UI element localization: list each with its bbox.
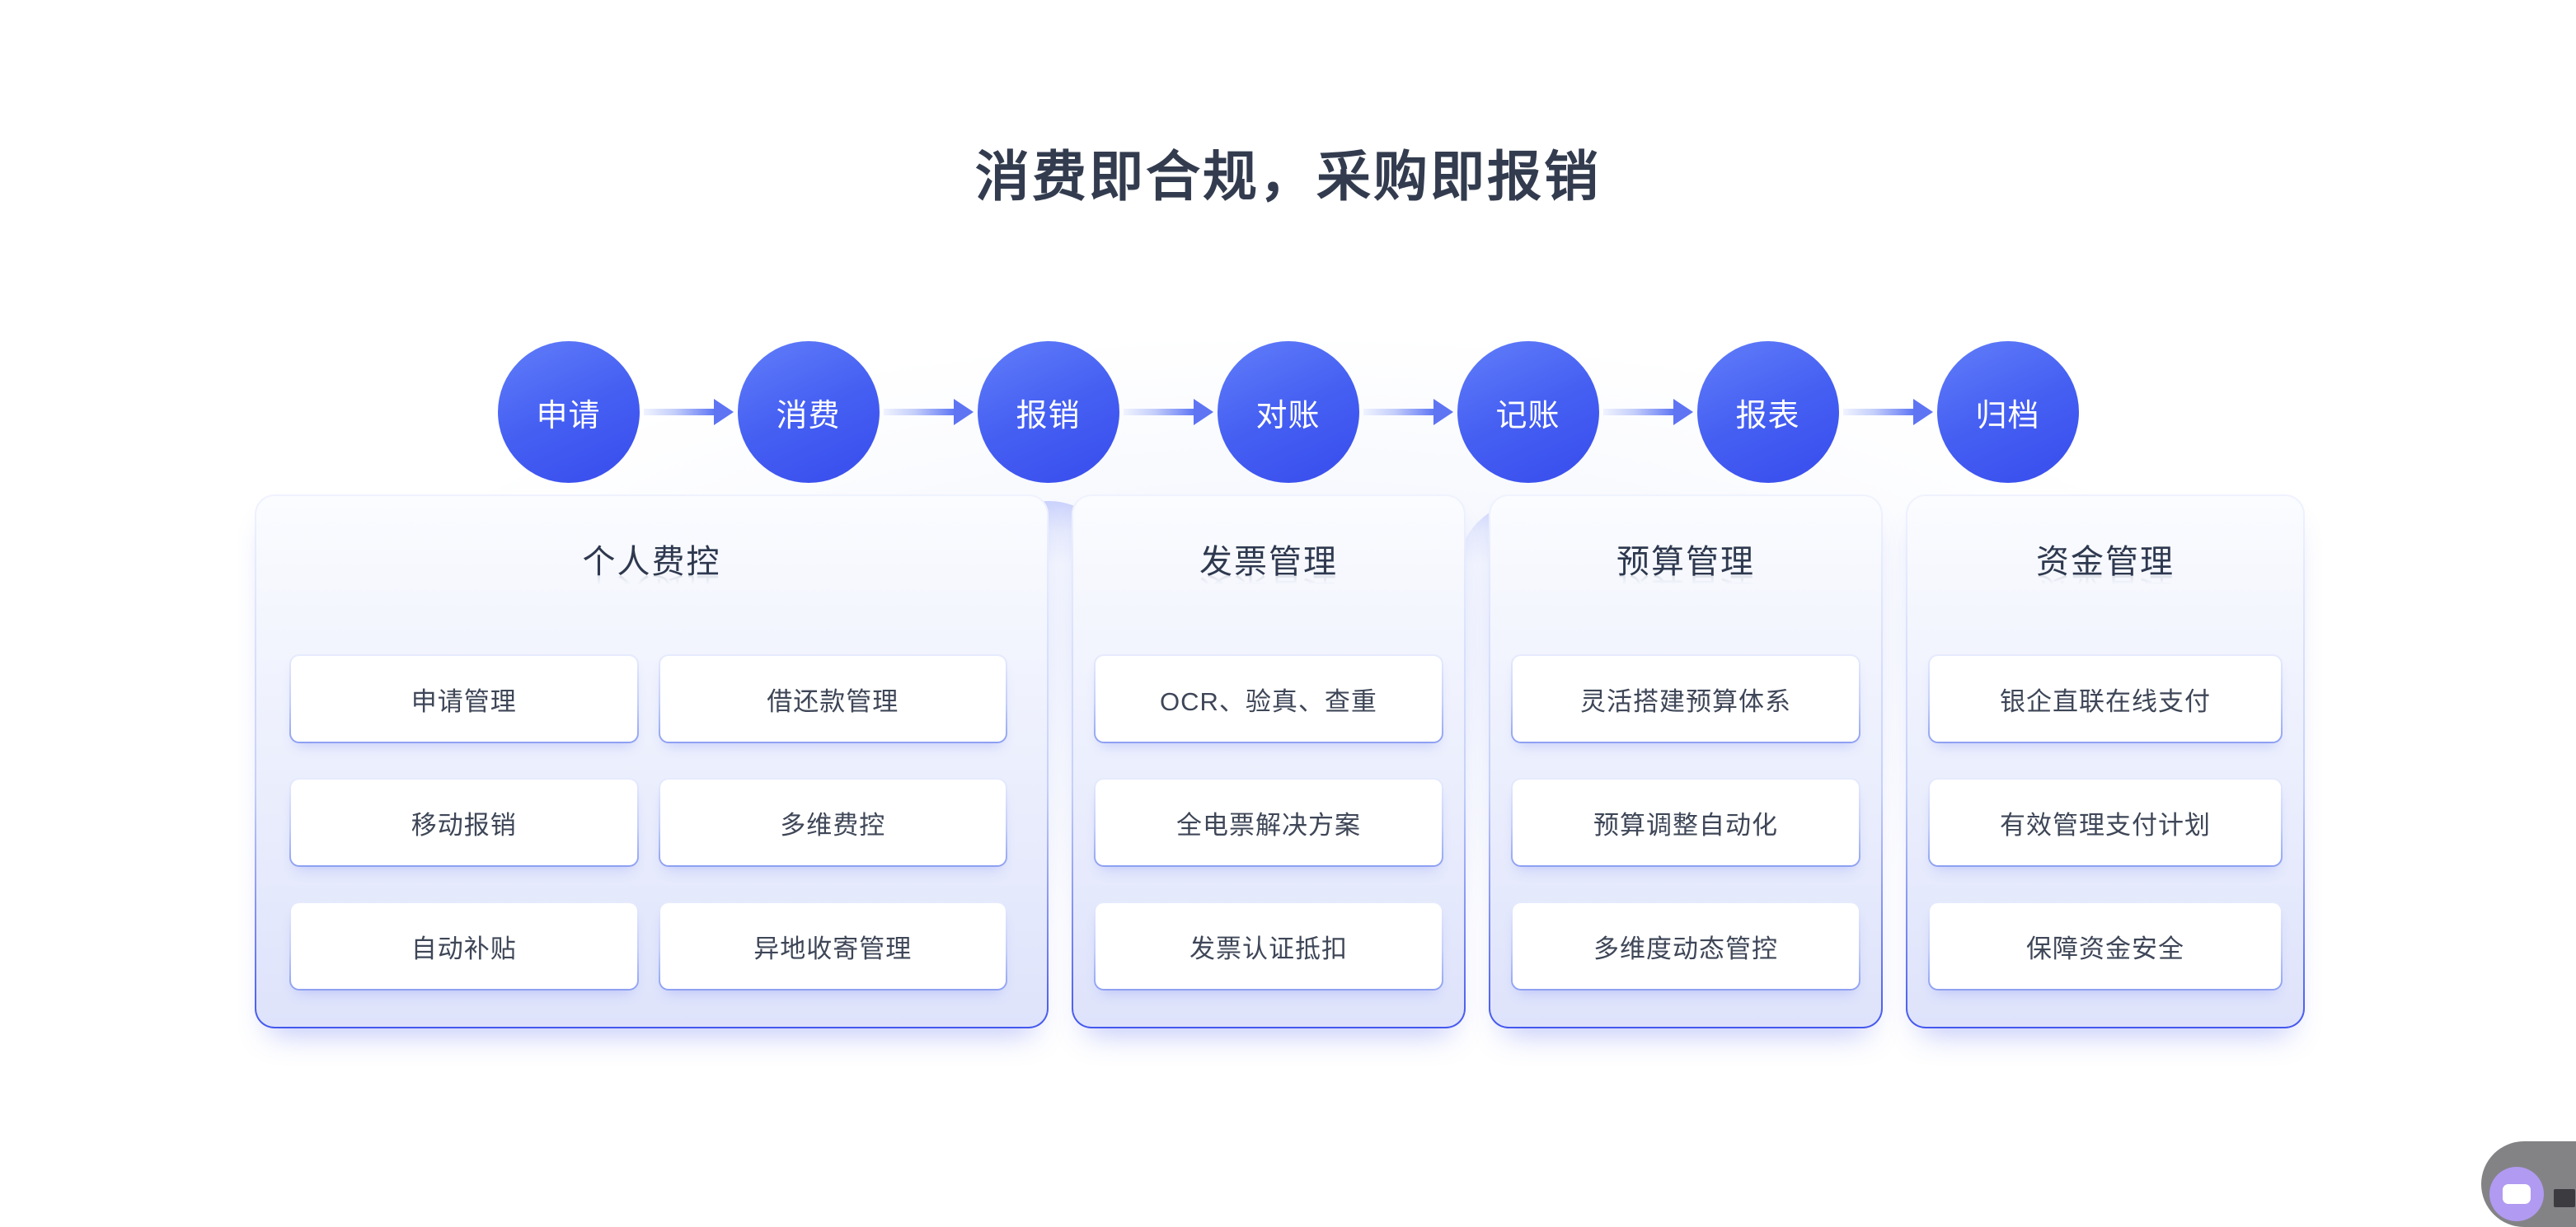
card-item-list: OCR、验真、查重 全电票解决方案 发票认证抵扣	[1094, 654, 1443, 990]
feature-item: 借还款管理	[659, 654, 1008, 743]
feature-item: OCR、验真、查重	[1094, 654, 1443, 743]
arrow-right-icon	[880, 396, 978, 429]
feature-item: 全电票解决方案	[1094, 778, 1443, 867]
card-item-list: 银企直联在线支付 有效管理支付计划 保障资金安全	[1928, 654, 2283, 990]
feature-item: 预算调整自动化	[1511, 778, 1860, 867]
arrow-right-icon	[640, 396, 738, 429]
feature-item: 保障资金安全	[1928, 902, 2283, 990]
feature-item: 移动报销	[289, 778, 639, 867]
flow-step-label: 报销	[1016, 398, 1081, 433]
feature-item: 自动补贴	[289, 902, 639, 990]
page-background: 消费即合规，采购即报销 申请 消费 报销 对账 记账 报表 归档 个人费控 申请…	[0, 146, 2576, 1227]
card-personal-expense-control: 个人费控 申请管理 借还款管理 移动报销 多维费控 自动补贴 异地收寄管理	[255, 494, 1049, 1028]
flow-step-label: 申请	[536, 398, 601, 433]
flow-step-bookkeeping: 记账	[1457, 341, 1599, 643]
card-item-list: 申请管理 借还款管理 移动报销 多维费控 自动补贴 异地收寄管理	[289, 654, 1007, 990]
feature-item: 多维费控	[659, 778, 1008, 867]
flow-step-apply: 申请	[497, 341, 640, 643]
arrow-right-icon	[1599, 396, 1697, 429]
chat-widget-text-fragment	[2554, 1189, 2576, 1207]
feature-item: 多维度动态管控	[1511, 902, 1860, 990]
feature-item: 异地收寄管理	[659, 902, 1008, 990]
flow-step-label: 消费	[776, 398, 841, 433]
arrow-right-icon	[1119, 396, 1218, 429]
feature-item: 发票认证抵扣	[1094, 902, 1443, 990]
card-fund-management: 资金管理 银企直联在线支付 有效管理支付计划 保障资金安全	[1906, 494, 2305, 1028]
card-invoice-management: 发票管理 OCR、验真、查重 全电票解决方案 发票认证抵扣	[1072, 494, 1466, 1028]
page-title: 消费即合规，采购即报销	[975, 146, 1601, 207]
card-title: 发票管理	[1199, 544, 1338, 580]
flow-step-consume: 消费	[737, 341, 880, 643]
card-title: 预算管理	[1616, 544, 1755, 580]
card-title: 个人费控	[582, 544, 721, 580]
arrow-right-icon	[1839, 396, 1937, 429]
flow-step-label: 记账	[1495, 398, 1560, 433]
flow-step-archive: 归档	[1936, 341, 2079, 643]
card-budget-management: 预算管理 灵活搭建预算体系 预算调整自动化 多维度动态管控	[1489, 494, 1883, 1028]
feature-item: 银企直联在线支付	[1928, 654, 2283, 743]
flow-step-label: 对账	[1255, 398, 1321, 433]
flow-step-label: 报表	[1735, 398, 1800, 433]
card-item-list: 灵活搭建预算体系 预算调整自动化 多维度动态管控	[1511, 654, 1860, 990]
feature-cards: 个人费控 申请管理 借还款管理 移动报销 多维费控 自动补贴 异地收寄管理 发票…	[255, 494, 2305, 1028]
flow-step-label: 归档	[1975, 398, 2040, 433]
chat-widget-button[interactable]	[2481, 1141, 2576, 1227]
feature-item: 灵活搭建预算体系	[1511, 654, 1860, 743]
process-flow: 申请 消费 报销 对账 记账 报表 归档	[0, 341, 2576, 643]
feature-item: 申请管理	[289, 654, 639, 743]
flow-step-reconcile: 对账	[1217, 341, 1359, 643]
card-title: 资金管理	[2036, 544, 2175, 580]
flow-step-reimburse: 报销	[977, 341, 1119, 643]
feature-item: 有效管理支付计划	[1928, 778, 2283, 867]
arrow-right-icon	[1359, 396, 1457, 429]
chat-bubble-icon	[2489, 1167, 2544, 1221]
flow-step-report: 报表	[1696, 341, 1839, 643]
